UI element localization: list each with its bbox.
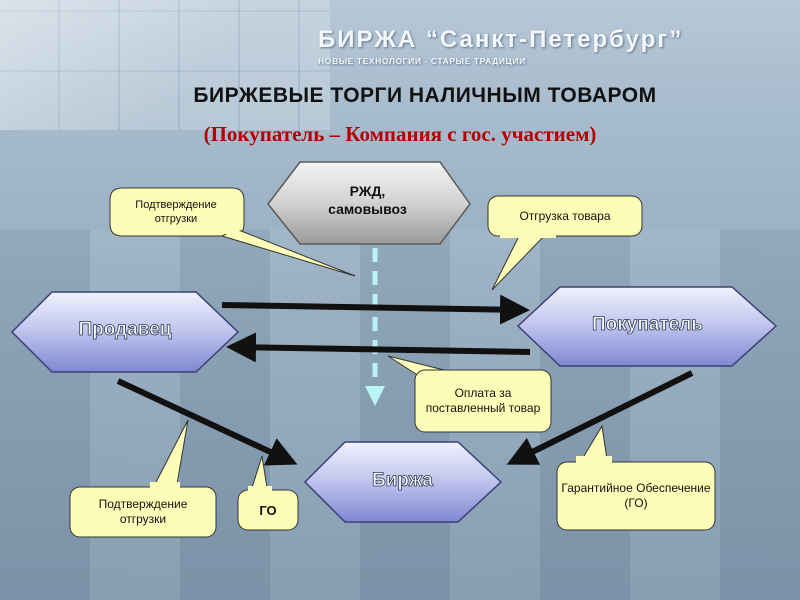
seller-hexagon [10,291,240,373]
callout-payment [387,355,552,433]
seller-to-buyer-arrow [221,294,530,325]
brand-name: БИРЖА “Санкт-Петербург” [318,26,684,53]
callout-shipment [487,195,643,291]
buyer-hexagon [516,286,778,367]
slide-subtitle: (Покупатель – Компания с гос. участием) [203,122,597,146]
callout-go-text: ГО [259,502,277,518]
callout-confirm-bottom-text: Подтверждение отгрузки [98,497,188,526]
buyer-to-seller-arrow [226,332,531,363]
callout-payment-text: Оплата за поставленный товар [425,386,541,415]
seller-to-exchange-arrow [116,378,298,466]
brand-tagline: НОВЫЕ ТЕХНОЛОГИИ - СТАРЫЕ ТРАДИЦИИ [318,56,526,66]
buyer-label: Покупатель [591,314,704,336]
carrier-label: РЖД, самовывоз [328,183,407,217]
seller-label: Продавец [78,319,172,341]
callout-confirm-top-text: Подтверждение отгрузки [135,199,217,225]
background-photo [0,0,330,130]
exchange-hexagon [303,441,503,523]
callout-go [237,455,299,531]
callout-guarantee [556,424,716,531]
buyer-to-exchange-arrow [506,370,694,465]
callout-confirm-bottom [69,419,217,538]
slide-title: БИРЖЕВЫЕ ТОРГИ НАЛИЧНЫМ ТОВАРОМ [193,84,657,107]
callout-shipment-text: Отгрузка товара [519,208,611,223]
brand-header: БИРЖА “Санкт-Петербург” НОВЫЕ ТЕХНОЛОГИИ… [318,26,788,66]
carrier-hexagon [267,161,471,245]
callout-confirm-top [109,187,356,277]
callout-guarantee-text: Гарантийное Обеспечение (ГО) [561,481,711,510]
exchange-label: Биржа [372,470,434,492]
